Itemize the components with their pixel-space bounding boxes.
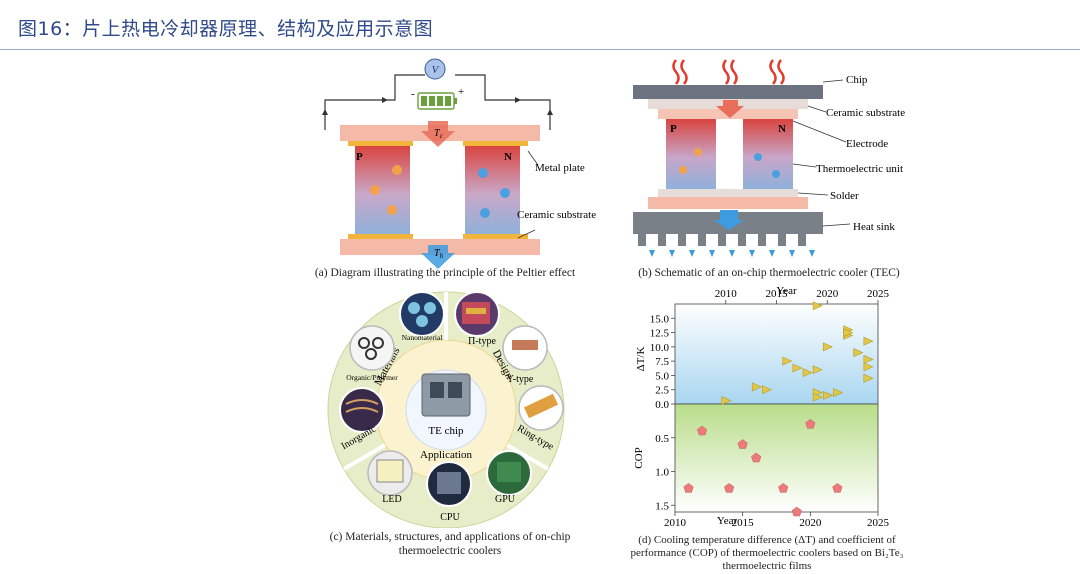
heat-sink-label: Heat sink [853, 221, 895, 233]
led-label: LED [382, 494, 401, 505]
solder-label: Solder [830, 190, 859, 202]
panel-c-circular-diagram: TE chip Materials Design Application Nan… [322, 288, 574, 528]
panel-d-caption-line-3: thermoelectric films [612, 560, 922, 573]
top-y-tick-label: 10.0 [650, 342, 670, 354]
minus-sign: - [411, 88, 415, 100]
electrode-label: Electrode [846, 138, 888, 150]
inorganic-thumb [340, 388, 384, 432]
panel-a-peltier-diagram: V - + P N Tc Th Metal plate Ceramic subs… [300, 55, 630, 280]
panel-b-tec-schematic: P N Chip Ceramic substrate Electrode The… [628, 52, 928, 267]
nanomaterial-label: Nanomaterial [402, 333, 443, 342]
p-label: P [356, 151, 363, 163]
top-y-tick-label: 12.5 [650, 328, 670, 340]
bottom-y-tick-label: 0.5 [655, 433, 669, 445]
panel-d-caption-line-2: performance (COP) of thermoelectric cool… [612, 547, 922, 560]
panel-d-caption-line-1: (d) Cooling temperature difference (ΔT) … [612, 534, 922, 547]
top-y-tick-label: 7.5 [655, 356, 669, 368]
n-label: N [504, 151, 512, 163]
panel-c-caption-line-1: (c) Materials, structures, and applicati… [305, 530, 595, 544]
p-label-b: P [670, 123, 677, 135]
bottom-y-axis-title: COP [633, 447, 645, 468]
thermoelectric-unit-label: Thermoelectric unit [816, 163, 903, 175]
bottom-x-tick-label: 2025 [867, 517, 890, 529]
bottom-x-tick-label: 2010 [664, 517, 687, 529]
organic-polymer-thumb [350, 326, 394, 370]
te-chip-label: TE chip [428, 425, 464, 437]
top-y-axis-title: ΔT/K [635, 347, 647, 372]
ceramic-substrate-label: Ceramic substrate [517, 209, 596, 221]
top-x-tick-label: 2020 [816, 288, 839, 300]
y-type-label: Y-type [507, 374, 534, 385]
application-label: Application [420, 449, 472, 461]
top-x-tick-label: 2025 [867, 288, 890, 300]
organic-polymer-label: Organic/Polymer [346, 373, 398, 382]
panel-d-caption: (d) Cooling temperature difference (ΔT) … [612, 534, 922, 573]
ceramic-label-b: Ceramic substrate [826, 107, 905, 119]
plus-sign: + [458, 86, 464, 98]
chip [633, 85, 823, 99]
panel-b-caption: (b) Schematic of an on-chip thermoelectr… [614, 266, 924, 280]
p-leg [355, 146, 410, 234]
figure-title: 图16：片上热电冷却器原理、结构及应用示意图 [18, 14, 433, 41]
top-plot-area [675, 304, 878, 404]
te-chip-icon [422, 374, 470, 416]
bottom-x-tick-label: 2020 [799, 517, 822, 529]
top-x-axis-title: Year [776, 285, 797, 297]
top-x-tick-label: 2010 [715, 288, 738, 300]
nanomaterial-thumb [400, 292, 444, 336]
chip-label: Chip [846, 74, 868, 86]
gpu-label: GPU [495, 494, 516, 505]
top-y-tick-label: 2.5 [655, 385, 669, 397]
bottom-plot-area [675, 404, 878, 512]
top-y-tick-label: 15.0 [650, 313, 670, 325]
bottom-x-axis-title: Year [717, 515, 738, 527]
bottom-y-tick-label: 1.0 [655, 467, 669, 479]
title-divider [0, 49, 1080, 50]
top-y-tick-label: 0.0 [655, 399, 669, 411]
panel-c-caption: (c) Materials, structures, and applicati… [305, 530, 595, 558]
panel-a-caption: (a) Diagram illustrating the principle o… [300, 266, 590, 280]
bottom-y-tick-label: 1.5 [655, 500, 669, 512]
cpu-label: CPU [440, 512, 460, 523]
metal-plate-label: Metal plate [535, 162, 585, 174]
top-y-tick-label: 5.0 [655, 370, 669, 382]
pi-type-label: Π-type [468, 336, 496, 347]
n-label-b: N [778, 123, 786, 135]
panel-c-caption-line-2: thermoelectric coolers [305, 544, 595, 558]
